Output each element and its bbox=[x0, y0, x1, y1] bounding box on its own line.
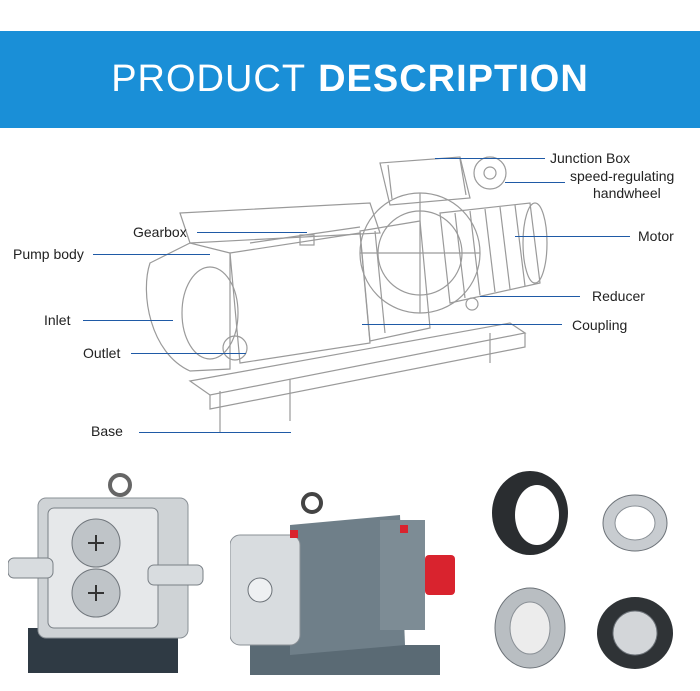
base-label: Base bbox=[91, 423, 123, 439]
coupling-label: Coupling bbox=[572, 317, 628, 333]
rotor-pump-head-photo bbox=[8, 473, 204, 673]
reducer-label: Reducer bbox=[592, 288, 645, 304]
title-light: PRODUCT bbox=[111, 58, 307, 100]
motor-leader bbox=[515, 236, 630, 237]
complete-pump-unit-photo bbox=[230, 492, 455, 675]
title-bold: DESCRIPTION bbox=[318, 58, 589, 100]
pump-line-drawing bbox=[145, 156, 548, 433]
pump-diagram: Junction Box speed-regulating handwheel … bbox=[0, 135, 700, 455]
outlet-label: Outlet bbox=[83, 345, 121, 361]
junction-box-label: Junction Box bbox=[550, 150, 631, 166]
handwheel-label-line1: speed-regulating bbox=[570, 168, 675, 184]
pump-body-leader bbox=[93, 254, 210, 255]
outlet-leader bbox=[131, 353, 246, 354]
handwheel-label-line2: handwheel bbox=[593, 185, 661, 201]
header-banner: PRODUCT DESCRIPTION bbox=[0, 31, 700, 128]
pump-body-label: Pump body bbox=[13, 246, 84, 262]
junction-box-leader bbox=[435, 158, 545, 159]
inlet-leader bbox=[83, 320, 173, 321]
handwheel-leader bbox=[505, 182, 565, 183]
motor-label: Motor bbox=[638, 228, 674, 244]
gearbox-label: Gearbox bbox=[133, 224, 187, 240]
inlet-label: Inlet bbox=[44, 312, 71, 328]
base-leader bbox=[139, 432, 291, 433]
product-photos bbox=[0, 455, 700, 691]
coupling-leader bbox=[362, 324, 562, 325]
gearbox-leader bbox=[197, 232, 307, 233]
reducer-leader bbox=[480, 296, 580, 297]
mechanical-seals-photo bbox=[492, 471, 673, 669]
